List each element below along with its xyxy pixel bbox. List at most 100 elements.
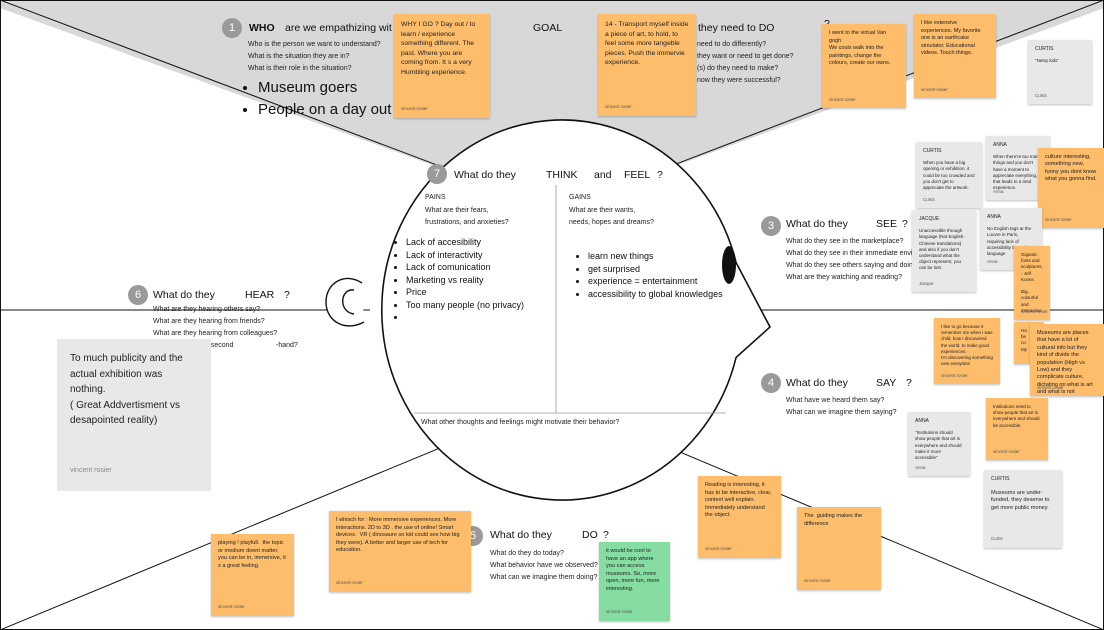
eye-shape bbox=[722, 246, 736, 284]
note-author: vincent rosier bbox=[1021, 308, 1048, 314]
pain-item: Marketing vs reality bbox=[406, 274, 524, 287]
who-answers-list: Museum goers People on a day out bbox=[240, 77, 391, 121]
sticky-note[interactable]: I whisch for : More immersive experience… bbox=[329, 511, 471, 592]
question-text: What do they see others saying and doing… bbox=[786, 262, 921, 269]
sticky-note[interactable]: Institutions need to show people that ar… bbox=[986, 398, 1048, 460]
sticky-note[interactable]: WHY I GO ? Day out / to learn / experien… bbox=[394, 14, 490, 118]
note-text: it would be cool to have an app where yo… bbox=[606, 548, 662, 592]
note-text: I like extensive experiences. My favorit… bbox=[921, 20, 983, 56]
do-title-mark: ? bbox=[603, 529, 609, 541]
see-questions: What do they see in the marketplace? Wha… bbox=[786, 236, 923, 284]
note-author: vincent rosier bbox=[1045, 216, 1072, 222]
question-text: (s) do they need to make? bbox=[697, 65, 779, 72]
note-text: I whisch for : More immersive experience… bbox=[336, 517, 462, 554]
see-title-see: SEE bbox=[876, 218, 898, 230]
sticky-note[interactable]: Museums are places that have a lot of cu… bbox=[1030, 324, 1104, 396]
think-title-a: What do they bbox=[454, 169, 516, 181]
hear-question-hand: -hand? bbox=[276, 342, 298, 349]
question-text: What can we imagine them doing? bbox=[490, 574, 598, 581]
sticky-note[interactable]: ANNA No English tags at the Louvre in Pa… bbox=[980, 208, 1042, 270]
do-goal-title: they need to DO bbox=[698, 22, 775, 34]
note-text: 14 - Transport myself inside a piece of … bbox=[605, 21, 691, 66]
pains-list: Lack of accesibility Lack of interactivi… bbox=[396, 236, 524, 324]
note-text: Museums are under-funded, they deserve t… bbox=[991, 489, 1052, 511]
do-title-do: DO bbox=[582, 529, 598, 541]
say-title-mark: ? bbox=[906, 377, 912, 389]
gains-label: GAINS bbox=[569, 194, 591, 201]
head-outline bbox=[380, 119, 771, 501]
note-text: When there're too many things and you do… bbox=[993, 154, 1041, 191]
note-author: vincent rosier bbox=[1037, 384, 1064, 390]
note-text: "Netsy kids" bbox=[1035, 58, 1059, 63]
sticky-note[interactable]: playing ! playfull. the topic or medium … bbox=[211, 534, 294, 616]
gains-list: learn new things get surprised experienc… bbox=[578, 250, 723, 300]
sticky-note[interactable]: I like extensive experiences. My favorit… bbox=[914, 14, 996, 98]
question-text: What are they watching and reading? bbox=[786, 274, 902, 281]
note-author: vincent rosier bbox=[921, 86, 948, 92]
sticky-note[interactable]: ANNA "Institutions should show people th… bbox=[908, 412, 970, 476]
sticky-note[interactable]: 14 - Transport myself inside a piece of … bbox=[598, 14, 696, 116]
hear-title-mark: ? bbox=[284, 289, 290, 301]
ear-inner bbox=[342, 289, 355, 315]
gain-item: get surprised bbox=[588, 263, 723, 276]
question-text: What can we imagine them saying? bbox=[786, 409, 897, 416]
sticky-note[interactable]: Gigantic fonts and sculptures. - Jeff Ko… bbox=[1014, 246, 1050, 320]
question-text: g second bbox=[205, 342, 234, 349]
think-title-and: and bbox=[594, 169, 612, 181]
who-title-rest: are we empathizing wit bbox=[285, 22, 392, 34]
question-text: What are they hearing from friends? bbox=[153, 318, 265, 325]
sticky-note[interactable]: culture interesting, something new, funn… bbox=[1038, 148, 1104, 228]
say-title-say: SAY bbox=[876, 377, 897, 389]
note-author: vincent rosier bbox=[401, 105, 428, 111]
note-text: Unaccessible through language (Not Engli… bbox=[919, 228, 965, 271]
note-text: Gigantic fonts and sculptures. - Jeff Ko… bbox=[1021, 252, 1043, 313]
note-author: vincent rosier bbox=[829, 96, 856, 102]
sticky-note[interactable]: To much publicity and the actual exhibit… bbox=[57, 339, 211, 491]
sticky-note[interactable]: CURTIS When you have a big opening or ex… bbox=[916, 142, 982, 208]
note-text: Museums are places that have a lot of cu… bbox=[1037, 330, 1095, 396]
sticky-note[interactable]: JACQUE Unaccessible through language (No… bbox=[912, 210, 976, 292]
note-author: Anna bbox=[993, 188, 1004, 194]
question-text: What do they do today? bbox=[490, 550, 564, 557]
pain-item: Too many people (no privacy) bbox=[406, 299, 524, 312]
note-author: Anna bbox=[987, 258, 998, 264]
goal-title: GOAL bbox=[533, 22, 563, 34]
question-text: need to do differently? bbox=[697, 41, 767, 48]
note-author: vincent rosier bbox=[336, 580, 363, 586]
sticky-note[interactable]: CURTIS Museums are under-funded, they de… bbox=[984, 470, 1062, 548]
gain-item: accessibility to global knowledges bbox=[588, 288, 723, 301]
answer-item: People on a day out bbox=[258, 99, 391, 121]
note-author: Curtis bbox=[923, 196, 935, 202]
pain-item: Lack of comunication bbox=[406, 261, 524, 274]
note-author: Curtis bbox=[1035, 93, 1047, 98]
do-goal-questions: need to do differently? they want or nee… bbox=[697, 39, 794, 87]
note-text: Institutions need to show people that ar… bbox=[993, 404, 1041, 428]
other-thoughts-question: What other thoughts and feelings might m… bbox=[421, 419, 620, 426]
note-author: vincent rosier bbox=[993, 448, 1020, 454]
gain-item: experience = entertainment bbox=[588, 275, 723, 288]
note-text: I like to go because it remember me when… bbox=[941, 324, 993, 367]
note-name: ANNA bbox=[915, 418, 929, 424]
sticky-note[interactable]: Reading is interesting, it has to be int… bbox=[698, 476, 781, 558]
note-name: ANNA bbox=[993, 142, 1007, 148]
note-name: CURTIS bbox=[1035, 46, 1054, 52]
sticky-note[interactable]: it would be cool to have an app where yo… bbox=[599, 542, 670, 621]
sticky-note[interactable]: The guiding makes the difference vincent… bbox=[797, 507, 881, 590]
say-title-a: What do they bbox=[786, 377, 848, 389]
note-text: Ha be co My bbox=[1021, 328, 1027, 352]
question-text: What are they hearing from colleagues? bbox=[153, 330, 278, 337]
do-title-a: What do they bbox=[490, 529, 552, 541]
question-text: What behavior have we observed? bbox=[490, 562, 598, 569]
pain-item: Lack of accesibility bbox=[406, 236, 524, 249]
question-text: What are their wants, bbox=[569, 207, 636, 214]
sticky-note[interactable]: I like to go because it remember me when… bbox=[934, 318, 1000, 384]
sticky-note[interactable]: I went to the virtual Van gogh We couls … bbox=[822, 24, 906, 108]
note-text: I went to the virtual Van gogh We couls … bbox=[829, 30, 891, 66]
see-title-a: What do they bbox=[786, 218, 848, 230]
sticky-note[interactable]: CURTIS "Netsy kids" Curtis bbox=[1028, 40, 1092, 104]
question-text: What are they hearing others say? bbox=[153, 306, 261, 313]
note-name: CURTIS bbox=[923, 148, 942, 154]
question-text: they want or need to get done? bbox=[697, 53, 794, 60]
question-text: What are their fears, bbox=[425, 207, 489, 214]
